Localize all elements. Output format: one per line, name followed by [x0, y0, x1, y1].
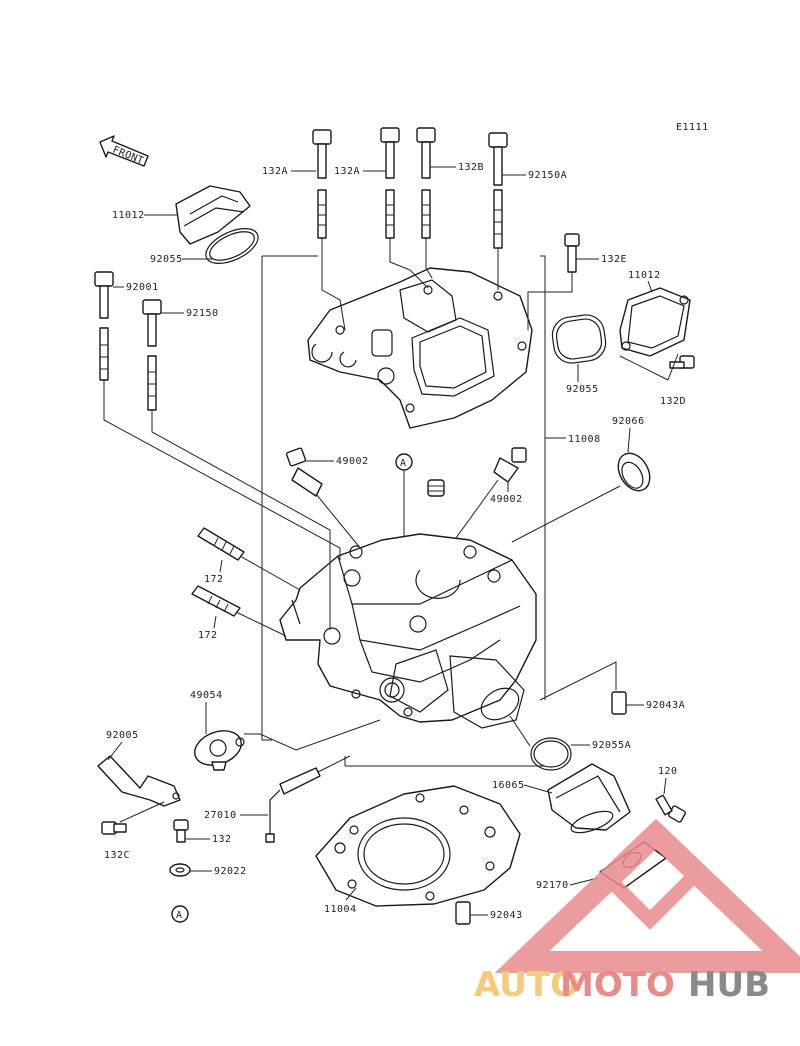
- sensor-27010: [265, 767, 321, 843]
- thermostat-49054: [194, 730, 245, 771]
- label-172-1: 172: [204, 574, 224, 585]
- label-27010: 27010: [204, 810, 237, 821]
- cylinder-head-cover: [307, 267, 533, 429]
- label-92066: 92066: [612, 416, 645, 427]
- spring-part: [427, 479, 445, 497]
- bolt-120: [655, 794, 687, 823]
- label-132: 132: [212, 834, 232, 845]
- head-gasket-11004: [315, 785, 521, 907]
- callout-marker-bottom: [171, 905, 189, 923]
- watermark-part2: MOTO: [560, 965, 675, 1005]
- bolt-132A-1: [312, 129, 332, 239]
- label-49054: 49054: [190, 690, 223, 701]
- dowel-92043A: [611, 691, 627, 715]
- label-92043A: 92043A: [646, 700, 685, 711]
- pipe-92005: [97, 755, 181, 807]
- label-132D: 132D: [660, 396, 686, 407]
- label-132A-1: 132A: [262, 166, 288, 177]
- label-120: 120: [658, 766, 678, 777]
- watermark-logo: [494, 818, 800, 973]
- label-92170: 92170: [536, 880, 569, 891]
- holder-16065: [547, 763, 631, 834]
- bolt-132B: [416, 127, 436, 239]
- bolt-132C: [101, 821, 127, 835]
- label-92055-right: 92055: [566, 384, 599, 395]
- label-11008: 11008: [568, 434, 601, 445]
- label-92001: 92001: [126, 282, 159, 293]
- label-132C: 132C: [104, 850, 130, 861]
- dowel-92043: [455, 901, 471, 925]
- bolt-92001: [94, 271, 114, 381]
- label-11004: 11004: [324, 904, 357, 915]
- cylinder-head: [279, 533, 537, 729]
- label-92005: 92005: [106, 730, 139, 741]
- label-16065: 16065: [492, 780, 525, 791]
- label-11012-right: 11012: [628, 270, 661, 281]
- cover-11012-left: [175, 185, 251, 245]
- label-92150A: 92150A: [528, 170, 567, 181]
- bolt-92150: [142, 299, 162, 411]
- label-49002-right: 49002: [490, 494, 523, 505]
- valve-49002-left: [285, 447, 323, 497]
- bolt-132: [173, 819, 189, 843]
- bolt-92150A: [488, 132, 508, 249]
- stud-172-1: [197, 527, 245, 561]
- label-11012-top: 11012: [112, 210, 145, 221]
- label-92022: 92022: [214, 866, 247, 877]
- label-92055-top: 92055: [150, 254, 183, 265]
- label-92043: 92043: [490, 910, 523, 921]
- bolt-132A-2: [380, 127, 400, 239]
- oring-92055-top: [205, 228, 259, 264]
- label-49002-left: 49002: [336, 456, 369, 467]
- label-92150: 92150: [186, 308, 219, 319]
- label-132B: 132B: [458, 162, 484, 173]
- watermark-part3: HUB: [688, 965, 770, 1005]
- label-132A-2: 132A: [334, 166, 360, 177]
- seal-92066: [617, 452, 651, 492]
- label-132E: 132E: [601, 254, 627, 265]
- stud-172-2: [191, 585, 241, 617]
- gasket-92055-right: [551, 314, 607, 364]
- valve-49002-right: [493, 447, 527, 483]
- cover-11012-right: [619, 287, 691, 357]
- front-arrow-icon: FRONT: [99, 135, 149, 167]
- bolt-132D: [669, 355, 695, 369]
- bolt-132E: [564, 233, 580, 273]
- watermark-part1: AUTO: [474, 965, 579, 1005]
- callout-label-top: A: [400, 458, 407, 469]
- label-92055A: 92055A: [592, 740, 631, 751]
- oring-92055A: [530, 737, 572, 771]
- label-172-2: 172: [198, 630, 218, 641]
- callout-label-bottom: A: [176, 910, 183, 921]
- washer-92022: [169, 863, 191, 877]
- ref-code: E1111: [676, 122, 709, 133]
